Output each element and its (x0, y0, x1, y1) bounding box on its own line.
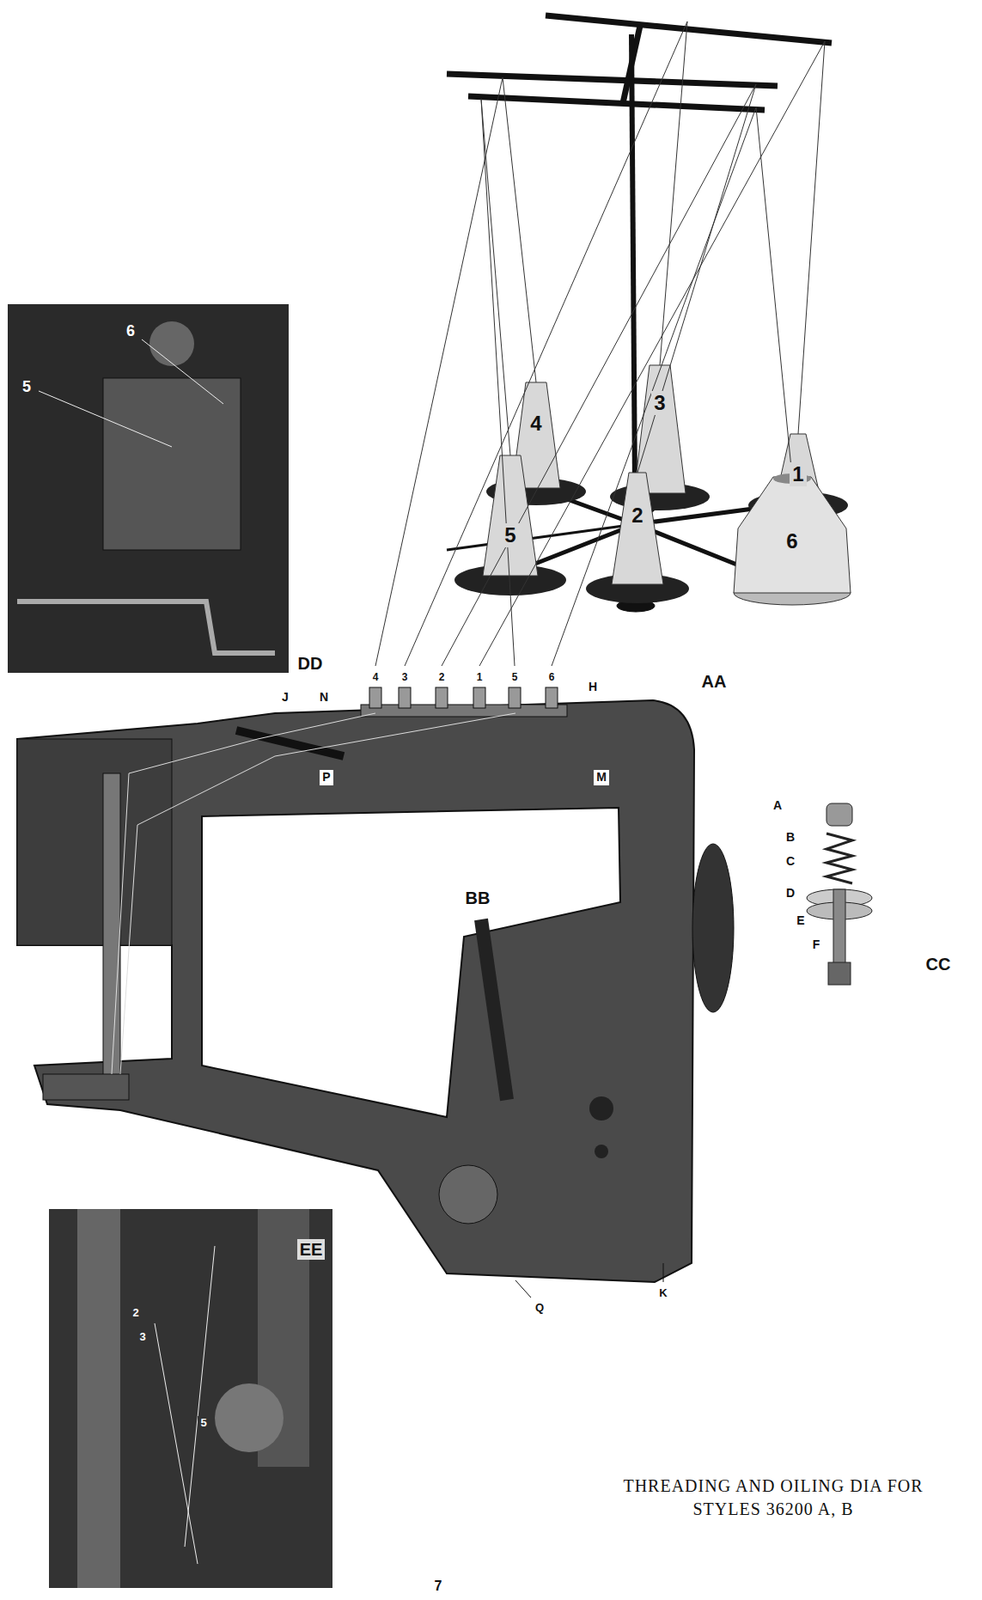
stud-base (828, 962, 851, 985)
oil-tube (17, 601, 275, 653)
knee-lever (481, 919, 507, 1100)
inset-dd (7, 304, 289, 673)
machine-body (17, 700, 695, 1282)
thread-cone (611, 472, 664, 585)
callout-label: F (810, 937, 824, 952)
callout-label: AA (699, 670, 730, 692)
stitch-dial (439, 1164, 498, 1224)
inset-part (77, 1208, 121, 1588)
callout-label: 5 (19, 378, 34, 397)
callout-label: P (319, 769, 333, 785)
callout-label: 2 (129, 1305, 141, 1320)
thread-line (375, 77, 537, 666)
machine-head (17, 738, 172, 946)
tension-post (398, 687, 411, 708)
thread-cone (482, 455, 538, 576)
callout-label: Q (532, 1300, 547, 1315)
callout-label: 2 (436, 670, 448, 684)
thread-line (551, 107, 793, 666)
thread-cones (454, 365, 851, 605)
callout-label: 5 (509, 670, 521, 684)
thread-line (404, 21, 688, 666)
caption: THREADING AND OILING DIA FOR STYLES 3620… (601, 1474, 946, 1521)
lever (236, 730, 344, 757)
tension-spring (826, 833, 853, 884)
callout-label: BB (463, 887, 494, 909)
tension-plate (360, 704, 568, 717)
callout-label: K (656, 1286, 670, 1300)
callout-label: N (317, 689, 331, 705)
thread-line (441, 84, 757, 666)
thread-line (38, 390, 172, 447)
thread-line (479, 41, 825, 666)
tension-post (473, 687, 486, 708)
callout-label: 6 (123, 322, 138, 342)
callout-label: 3 (136, 1329, 148, 1344)
thread-path (120, 713, 516, 1074)
callout-label: M (593, 769, 610, 785)
callout-label: H (585, 679, 600, 695)
inset-part (103, 378, 241, 550)
tension-stud (833, 889, 846, 967)
callout-label: C (783, 853, 798, 869)
inset-ee (48, 1208, 333, 1588)
callout-label: CC (923, 953, 954, 975)
tension-nut (826, 803, 853, 826)
callout-label: 6 (783, 529, 800, 554)
leader-line (515, 1280, 531, 1298)
callout-label: 1 (474, 670, 486, 684)
tension-post (435, 687, 448, 708)
oil-gauge (589, 1096, 614, 1121)
arm-opening (201, 807, 621, 1117)
stand-leg (446, 524, 636, 550)
callout-label: E (793, 913, 807, 928)
callout-label: 6 (546, 670, 558, 684)
callout-label: 4 (527, 411, 544, 436)
callout-label: D (783, 885, 798, 901)
oil-hole (594, 1144, 609, 1159)
stand-bar (468, 96, 765, 110)
callout-label: J (279, 689, 292, 705)
thread-line (141, 339, 224, 404)
stand-bar (545, 15, 832, 43)
leader-line (663, 1262, 665, 1282)
threads (375, 21, 825, 666)
tension-post (369, 687, 382, 708)
callout-label: 5 (197, 1415, 209, 1430)
tension-post (545, 687, 558, 708)
sewing-machine (17, 687, 734, 1298)
callout-label: 3 (651, 390, 668, 415)
callout-label: 5 (501, 523, 519, 548)
tension-assembly (806, 803, 873, 985)
callout-label: DD (295, 652, 326, 674)
callout-label: 2 (628, 503, 646, 528)
inset-photo (7, 304, 289, 673)
callout-label: EE (297, 1238, 326, 1260)
callout-label: 1 (789, 462, 806, 487)
handwheel (692, 843, 734, 1013)
thread-line (184, 1245, 215, 1547)
callout-label: 7 (432, 1577, 446, 1595)
thread-line (481, 98, 515, 666)
needle-bar (103, 773, 121, 1092)
presser-foot (42, 1073, 129, 1100)
inset-part (214, 1383, 284, 1452)
stand-bar (446, 73, 778, 86)
inset-photo (48, 1208, 333, 1588)
callout-label: 3 (399, 670, 411, 684)
callout-label: 4 (370, 670, 382, 684)
thread-spool (733, 476, 851, 593)
thread-path (111, 713, 376, 1074)
inset-part (149, 321, 195, 366)
tension-post (508, 687, 521, 708)
callout-label: A (770, 798, 785, 813)
callout-label: B (783, 829, 798, 845)
thread-line (154, 1323, 198, 1564)
